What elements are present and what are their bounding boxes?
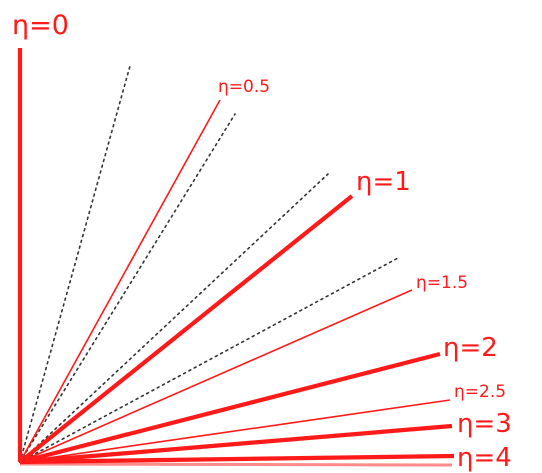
ray-eta-1 — [18, 194, 354, 464]
guide-line-2 — [19, 113, 236, 463]
guide-lines — [19, 65, 399, 463]
label-eta-0-5: η=0.5 — [218, 77, 270, 97]
ray-eta-2-5 — [19, 399, 451, 463]
label-eta-0: η=0 — [12, 10, 69, 41]
rays — [17, 48, 455, 467]
baseline-ray — [19, 462, 453, 467]
ray-eta-1-5 — [19, 289, 413, 463]
guide-line-4 — [19, 257, 399, 463]
label-eta-4: η=4 — [457, 443, 512, 473]
guide-line-1 — [19, 65, 131, 463]
label-eta-1: η=1 — [356, 167, 411, 197]
guide-line-3 — [19, 173, 329, 463]
ray-labels: η=0 η=0.5 η=1 η=1.5 η=2 η=2.5 η=3 η=4 — [12, 10, 512, 473]
label-eta-1-5: η=1.5 — [416, 273, 468, 293]
ray-eta-0-5 — [19, 99, 221, 463]
ray-eta-2 — [19, 351, 441, 465]
ray-eta-4 — [19, 453, 455, 465]
label-eta-3: η=3 — [457, 409, 512, 439]
label-eta-2: η=2 — [443, 333, 498, 363]
label-eta-2-5: η=2.5 — [454, 382, 506, 402]
ray-eta-3 — [19, 423, 453, 465]
